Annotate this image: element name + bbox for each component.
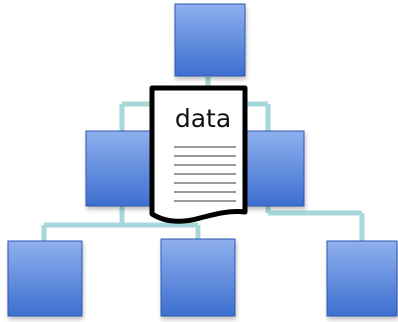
box-middle-left [85,130,159,207]
document-text-lines [174,146,236,202]
box-top [174,3,246,77]
document-icon: data [149,85,248,224]
box-bottom-right [326,240,398,317]
box-bottom-left [7,240,83,317]
document-label: data [175,104,231,133]
box-bottom-center [160,238,236,317]
document-shape [149,85,248,224]
